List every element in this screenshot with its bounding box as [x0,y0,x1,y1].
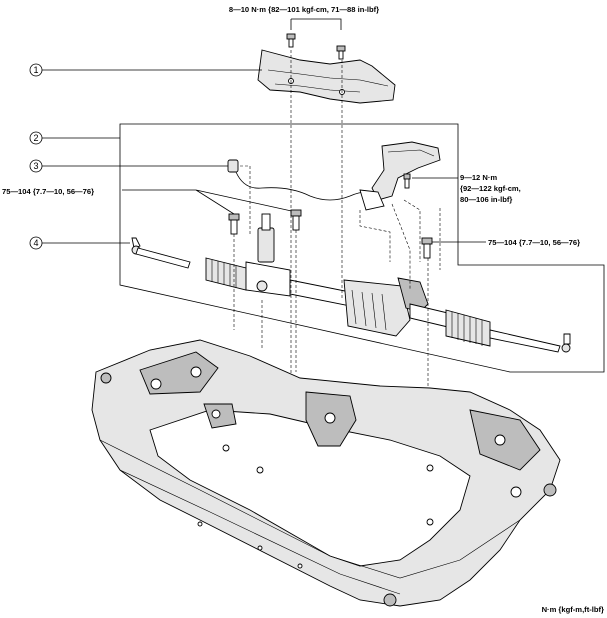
callout-1: 1 [29,63,262,77]
cover-bolt-right [336,45,346,60]
svg-text:1: 1 [33,65,38,75]
torque-label-right-2: {92—122 kgf-cm, [460,184,521,193]
units-note: N·m {kgf-m,ft-lbf} [542,605,604,614]
callout-3: 3 [29,159,228,173]
torque-label-right-group: 9—12 N·m {92—122 kgf-cm, 80—106 in-lbf} [412,173,521,204]
alignment-dashed-lines [233,50,441,420]
callout-2: 2 [29,131,120,145]
svg-text:2: 2 [33,133,38,143]
heat-insulator-part [257,33,396,104]
torque-leader-top [290,18,342,30]
torque-label-right-lower: 75—104 {7.7—10, 56—76} [488,238,580,247]
torque-label-left: 75—104 {7.7—10, 56—76} [2,187,94,196]
callout-4: 4 [29,236,130,250]
torque-label-right-3: 80—106 in-lbf} [460,195,512,204]
cover-bolt-left [286,33,296,48]
mount-bolt-left [228,213,240,235]
torque-label-top: 8—10 N·m {82—101 kgf-cm, 71—88 in-lbf} [229,5,379,14]
assembly-outline-box [119,123,605,373]
svg-text:3: 3 [33,161,38,171]
torque-leader-left [122,189,297,215]
front-crossmember [91,339,561,607]
mount-bolt-right [421,237,433,259]
torque-label-right-1: 9—12 N·m [460,173,497,182]
svg-text:4: 4 [33,238,38,248]
wiring-harness-part [227,159,381,201]
steering-gear-rack [131,213,571,353]
eps-bracket-part [359,141,441,211]
mount-bolt-center [290,209,302,231]
